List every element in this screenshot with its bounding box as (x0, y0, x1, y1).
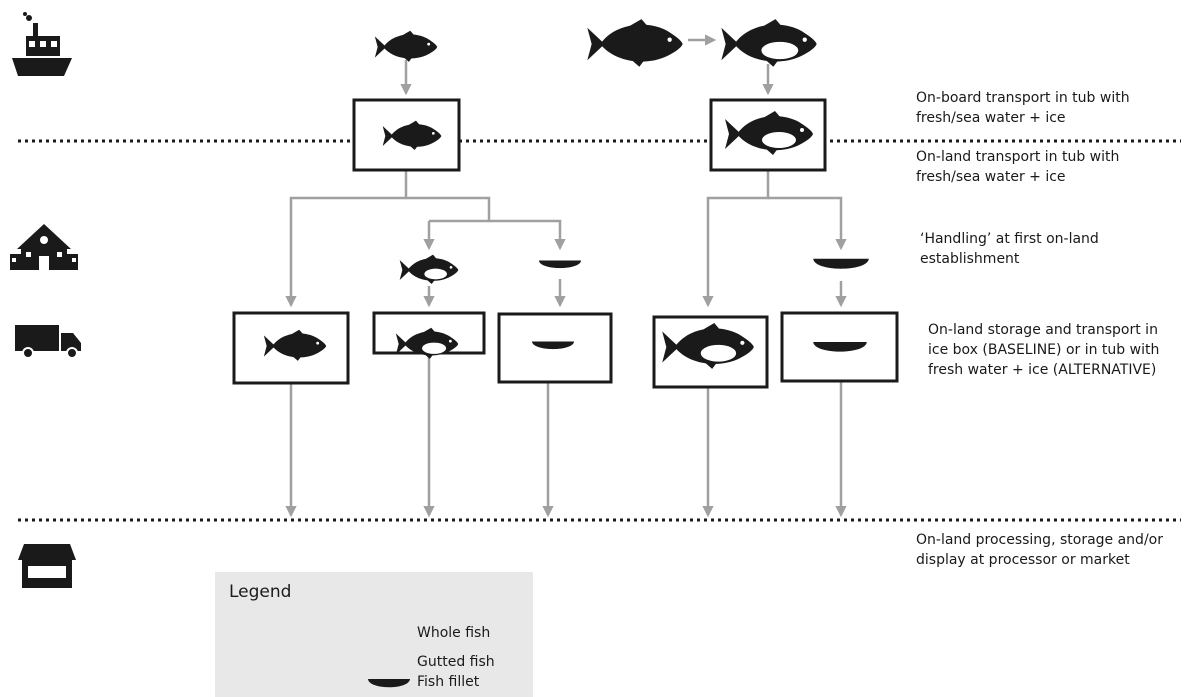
onboard-tub-gutted (709, 98, 827, 172)
building-icon (10, 224, 78, 270)
caught-gutted-fish-icon (721, 19, 817, 67)
caught-whole-fish-large-icon (587, 19, 683, 67)
stage-label-onland-transport: On-land transport in tub with fresh/sea … (916, 149, 1120, 185)
handled-gutted-fish-icon (399, 254, 459, 284)
stage-label-handling: ‘Handling’ at first on-land establishmen… (920, 231, 1099, 267)
legend: Legend Whole fish Gutted fish Fish fille… (215, 572, 533, 697)
handled-fillet-icon (538, 260, 582, 269)
storage-box-gutted (372, 311, 486, 359)
handled-fillet-large-icon (813, 258, 869, 269)
legend-gutted-label: Gutted fish (417, 654, 495, 670)
legend-fillet-icon (367, 676, 411, 690)
truck-icon (15, 325, 81, 359)
storage-box-whole (232, 311, 350, 385)
onboard-tub-whole (352, 98, 461, 172)
stage-label-processing: On-land processing, storage and/or displ… (916, 532, 1163, 568)
legend-title: Legend (229, 582, 292, 602)
ship-icon (12, 12, 72, 76)
storage-box-fillet-large (780, 311, 899, 383)
storage-box-fillet (497, 312, 613, 384)
flow-arrows (285, 34, 847, 518)
storage-box-gutted-large (652, 315, 769, 389)
legend-whole-label: Whole fish (417, 625, 491, 641)
caught-whole-fish-icon (374, 30, 438, 62)
market-stall-icon (18, 544, 76, 588)
legend-fillet-label: Fish fillet (417, 674, 480, 690)
stage-label-storage: On-land storage and transport in ice box… (928, 322, 1160, 378)
stage-label-onboard: On-board transport in tub with fresh/sea… (916, 90, 1130, 126)
